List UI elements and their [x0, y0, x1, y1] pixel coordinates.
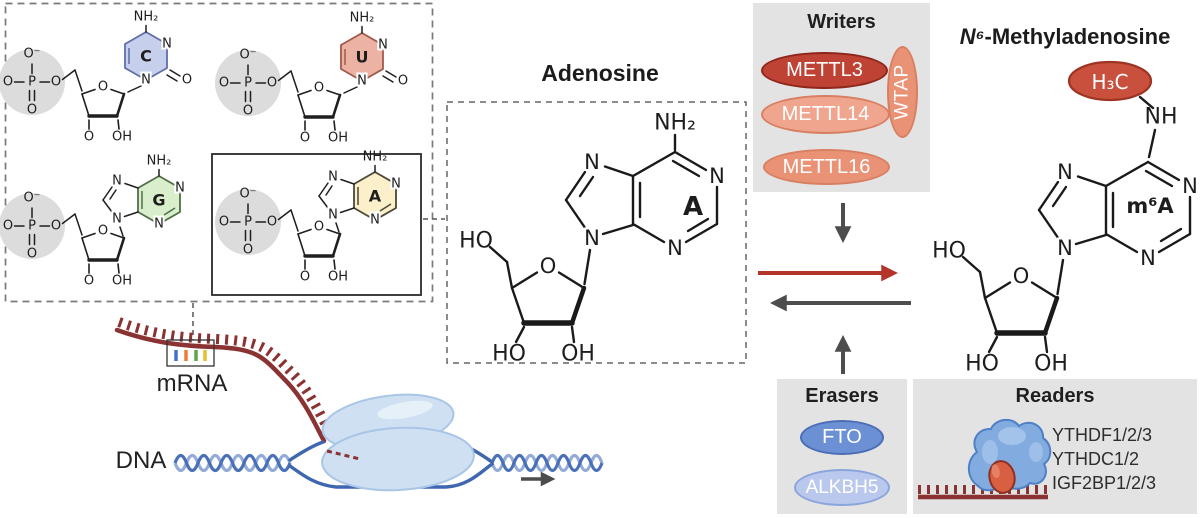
writer-wtap: WTAP: [887, 46, 918, 138]
nucleotide-tile-g: G: [0, 151, 187, 291]
mrna-zoom-box: [166, 339, 215, 367]
base-letter-a: A: [369, 187, 382, 206]
dna-strand-front-left: [173, 453, 292, 473]
bubble-upper-right: [450, 438, 494, 464]
bubble-lower: [288, 462, 494, 489]
nucleotide-tile-a: A: [213, 147, 403, 287]
m6a-title: N⁶-Methyladenosine: [930, 24, 1200, 50]
writer-wtap-label: WTAP: [891, 64, 913, 120]
eraser-alkbh5-label: ALKBH5: [805, 476, 879, 498]
eraser-fto-label: FTO: [822, 426, 862, 448]
dna-strand-back-left: [173, 453, 292, 473]
methyl-group-ellipse: [1067, 60, 1153, 102]
writer-mettl3-label: METTL3: [786, 59, 863, 81]
erasers-panel: Erasers FTO ALKBH5: [777, 379, 907, 514]
atom-label-nh: NH: [1145, 105, 1178, 130]
base-letter-adenine: A: [683, 192, 703, 222]
bubble-upper-left: [288, 440, 325, 462]
adenosine-dashed-box: [446, 101, 747, 364]
methyl-label-h3c: H₃C: [1091, 70, 1128, 94]
eraser-fto: FTO: [800, 420, 884, 455]
nascent-rna-dashes: [326, 449, 361, 461]
atom-label-nh2: NH₂: [654, 111, 696, 136]
adenosine-structure: NH₂ A: [446, 101, 747, 367]
methyl-bond: [1138, 95, 1155, 110]
dna-strand-back-right: [490, 453, 604, 473]
adenine-highlight-box: [211, 153, 422, 296]
writer-mettl14: METTL14: [761, 95, 890, 134]
m6a-structure: m⁶A NH H₃C: [932, 60, 1198, 377]
base-letter-c: C: [140, 47, 152, 66]
writer-mettl14-label: METTL14: [781, 103, 870, 125]
reader-name-ythdc: YTHDC1/2: [1052, 449, 1140, 469]
erasers-title: Erasers: [805, 385, 879, 407]
adenosine-title: Adenosine: [541, 60, 659, 86]
reaction-arrows: [758, 203, 911, 374]
writer-mettl3: METTL3: [761, 52, 888, 89]
polymerase-highlight: [377, 400, 433, 420]
base-letter-g: G: [152, 191, 165, 210]
writers-panel: Writers WTAP METTL3 METTL14 METTL16: [753, 3, 930, 192]
polymerase-lower-lobe: [321, 426, 475, 492]
base-letter-u: U: [356, 48, 369, 67]
mrna-label: mRNA: [156, 370, 228, 397]
eraser-alkbh5: ALKBH5: [794, 469, 890, 506]
readers-title: Readers: [1015, 385, 1095, 407]
nucleotide-tile-u: U: [213, 8, 411, 148]
dna-label: DNA: [115, 447, 167, 474]
reader-name-igf2bp: IGF2BP1/2/3: [1052, 473, 1157, 493]
nucleotides-dashed-box: [4, 2, 434, 303]
dna-strand-front-right: [490, 453, 604, 473]
reader-names-list: YTHDF1/2/3 YTHDC1/2 IGF2BP1/2/3: [1052, 423, 1156, 495]
m6a-title-rest: -Methyladenosine: [984, 24, 1171, 49]
nucleotide-tile-c: C: [0, 7, 195, 147]
dna-art: [173, 393, 604, 492]
readers-panel: Readers YTHDF1/2/3 YTHDC1/2 IGF2BP1/2/3: [913, 379, 1197, 514]
polymerase-upper-lobe: [321, 393, 455, 451]
m6a-title-prefix: N⁶: [959, 24, 985, 49]
reader-name-ythdf: YTHDF1/2/3: [1052, 425, 1153, 445]
writers-title: Writers: [807, 11, 876, 33]
writer-mettl16: METTL16: [763, 149, 890, 185]
base-letter-m6a: m⁶A: [1126, 194, 1174, 218]
nh-bond: [1147, 128, 1157, 159]
writer-mettl16-label: METTL16: [782, 155, 871, 178]
